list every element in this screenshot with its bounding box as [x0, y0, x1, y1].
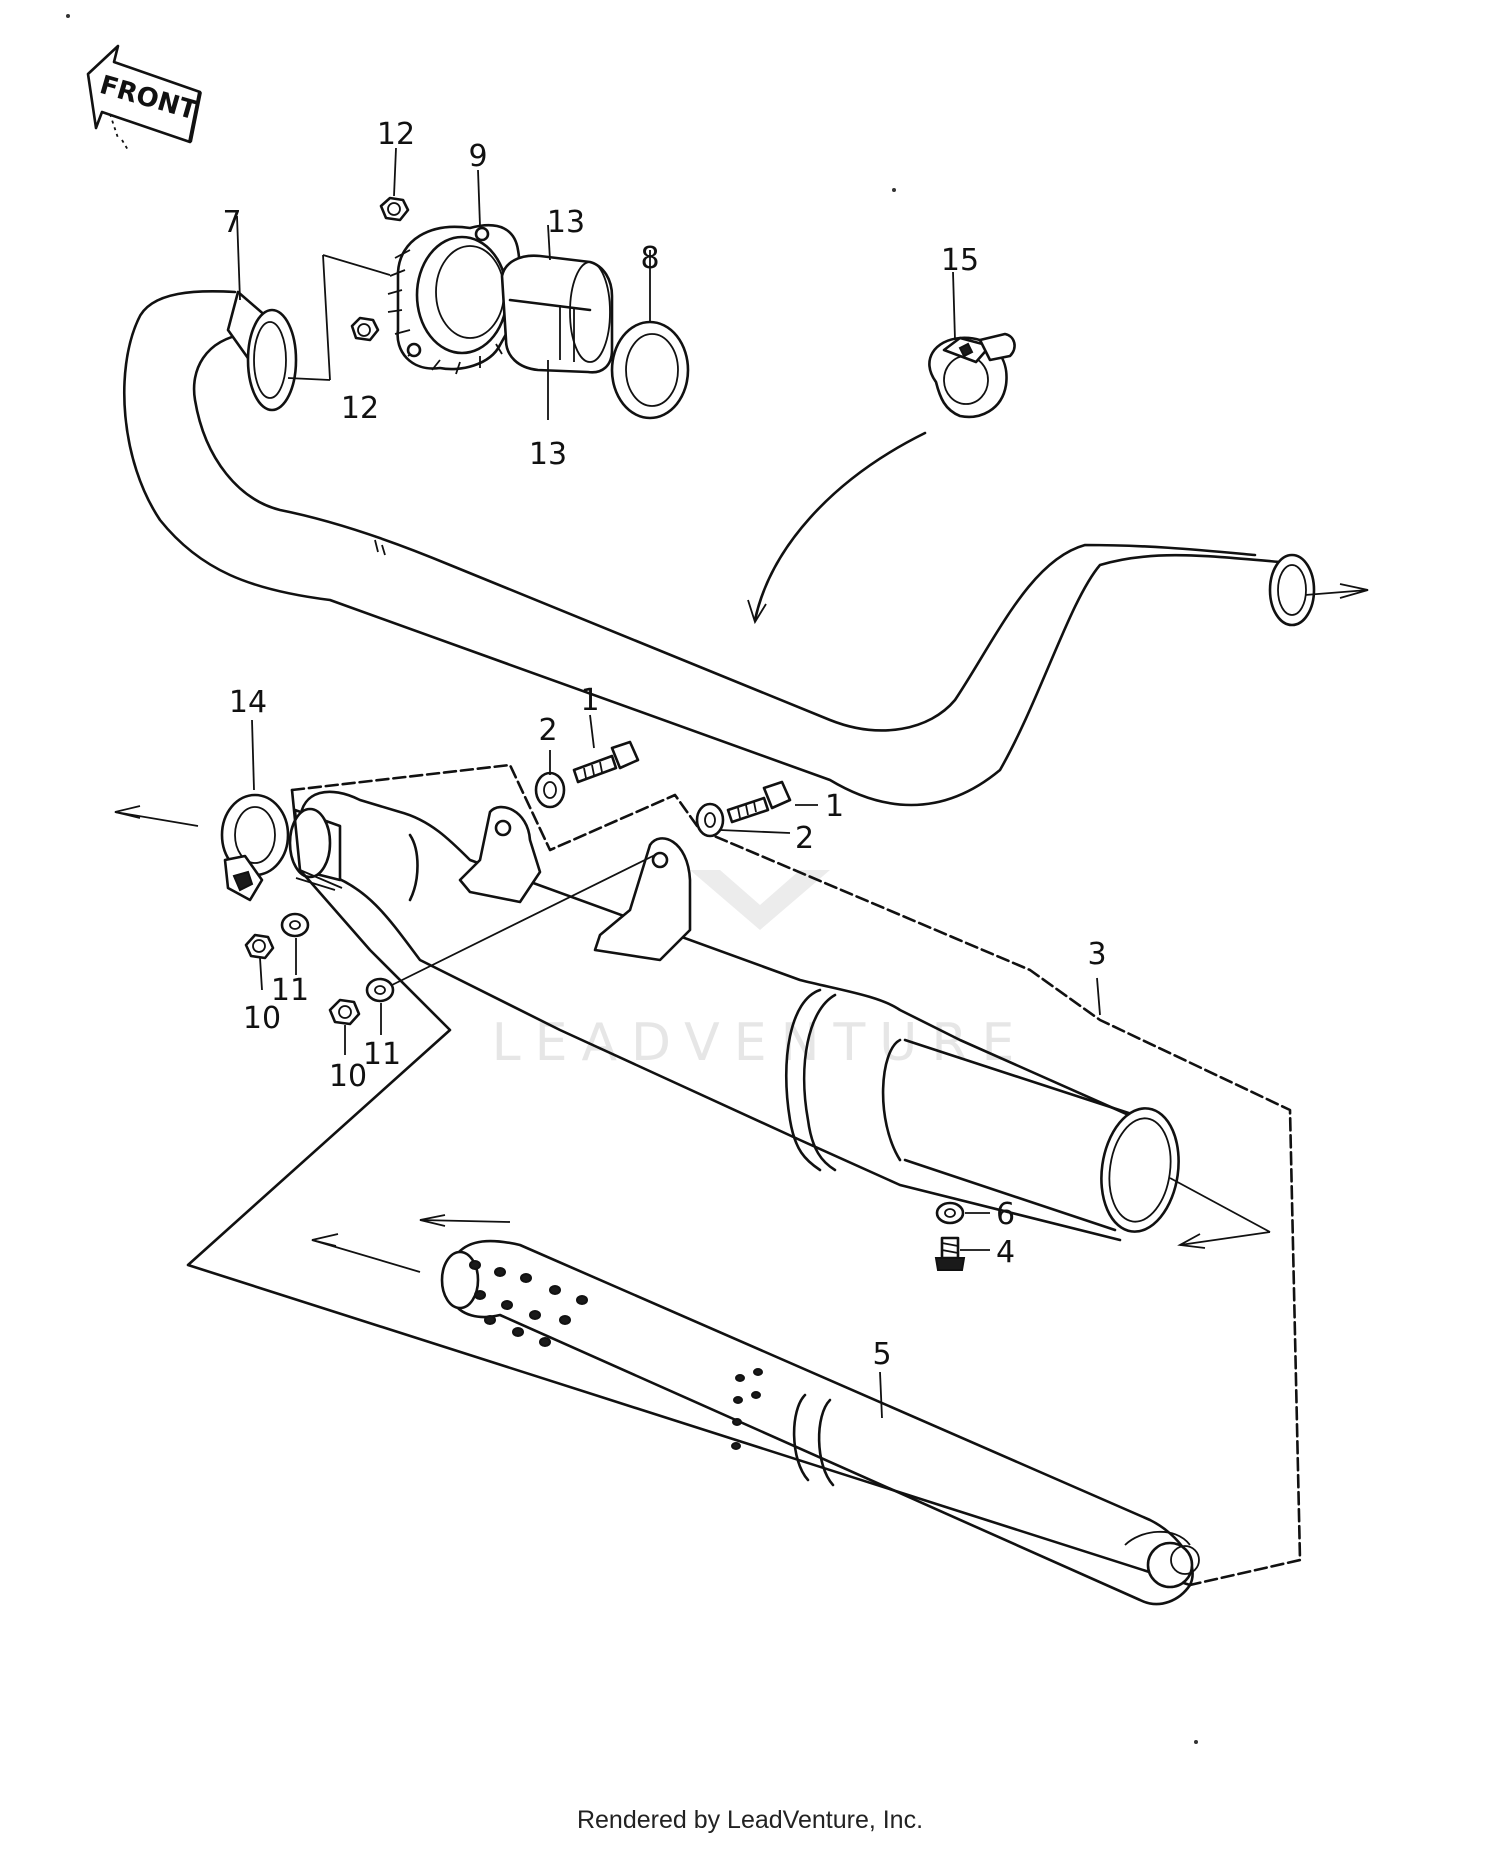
speck — [66, 14, 70, 18]
washer-2-right — [695, 802, 725, 838]
arrester-arrow-2 — [419, 1214, 446, 1227]
mount-leader-line — [391, 854, 656, 986]
callout-13a: 13 — [547, 205, 585, 240]
front-direction-arrow: FRONT — [86, 44, 202, 151]
clamp-14-leader — [114, 811, 199, 827]
nut-12-lower — [350, 316, 380, 342]
arrester-arrow — [311, 1233, 339, 1247]
nut-10-right — [328, 998, 361, 1026]
bolt-1-right — [726, 780, 792, 824]
callout-3: 3 — [1087, 937, 1106, 972]
muffler-outlet-leader-2 — [1179, 1231, 1271, 1246]
clamp-leader-line — [753, 431, 927, 622]
screw-4 — [934, 1236, 966, 1271]
clamp-14-arrow — [114, 805, 141, 819]
speck — [1194, 1740, 1198, 1744]
pipe-outlet-leader — [1304, 589, 1369, 596]
split-collar — [500, 254, 614, 374]
callout-12a: 12 — [377, 117, 415, 152]
pipe-outlet-arrow — [1339, 583, 1369, 599]
pipe-clamp-14 — [220, 793, 290, 902]
clamp-leader-arrow — [747, 599, 767, 625]
callout-7: 7 — [222, 205, 241, 240]
render-credit: Rendered by LeadVenture, Inc. — [576, 1806, 924, 1834]
exhaust-flange — [387, 223, 522, 375]
callout-9: 9 — [468, 139, 487, 174]
bolt-1-left — [572, 740, 640, 784]
muffler-outlet-arrow — [1177, 1233, 1206, 1249]
washer-6 — [935, 1201, 965, 1225]
callout-14: 14 — [229, 685, 267, 720]
callout-1b: 1 — [825, 789, 844, 824]
assembly-3-outline — [290, 763, 1302, 1587]
muffler-outlet-leader — [1169, 1177, 1271, 1233]
washer-11-left — [280, 912, 310, 938]
watermark: LEADVENTURE — [492, 870, 1029, 1073]
callout-2a: 2 — [538, 713, 557, 748]
nut-10-left — [244, 933, 275, 960]
exhaust-pipe — [122, 289, 1316, 807]
callout-2b: 2 — [795, 821, 814, 856]
nut-12-upper — [379, 196, 410, 222]
arrester-leader-2 — [419, 1219, 511, 1223]
callout-6: 6 — [996, 1197, 1015, 1232]
speck — [892, 188, 896, 192]
callout-12b: 12 — [341, 391, 379, 426]
pipe-clamp-15 — [928, 332, 1016, 419]
gasket — [610, 320, 690, 420]
watermark-text: LEADVENTURE — [492, 1013, 1029, 1073]
washer-2-left — [534, 771, 566, 809]
callout-4: 4 — [996, 1235, 1015, 1270]
callout-numbers: 12 9 7 13 8 15 12 13 14 2 1 1 2 3 6 4 5 … — [222, 117, 1106, 1372]
assembly-3-outline-lower — [186, 788, 1192, 1587]
callout-10b: 10 — [329, 1059, 367, 1094]
callout-11b: 11 — [363, 1037, 401, 1072]
callout-leaders — [236, 147, 1101, 1419]
muffler-assembly — [288, 790, 1180, 1242]
callout-5: 5 — [872, 1337, 891, 1372]
callout-11a: 11 — [271, 973, 309, 1008]
callout-10a: 10 — [243, 1001, 281, 1036]
callout-13b: 13 — [529, 437, 567, 472]
callout-8: 8 — [640, 241, 659, 276]
spark-arrester — [440, 1239, 1200, 1606]
callout-1a: 1 — [580, 683, 599, 718]
callout-15: 15 — [941, 243, 979, 278]
washer-11-right — [365, 977, 395, 1003]
